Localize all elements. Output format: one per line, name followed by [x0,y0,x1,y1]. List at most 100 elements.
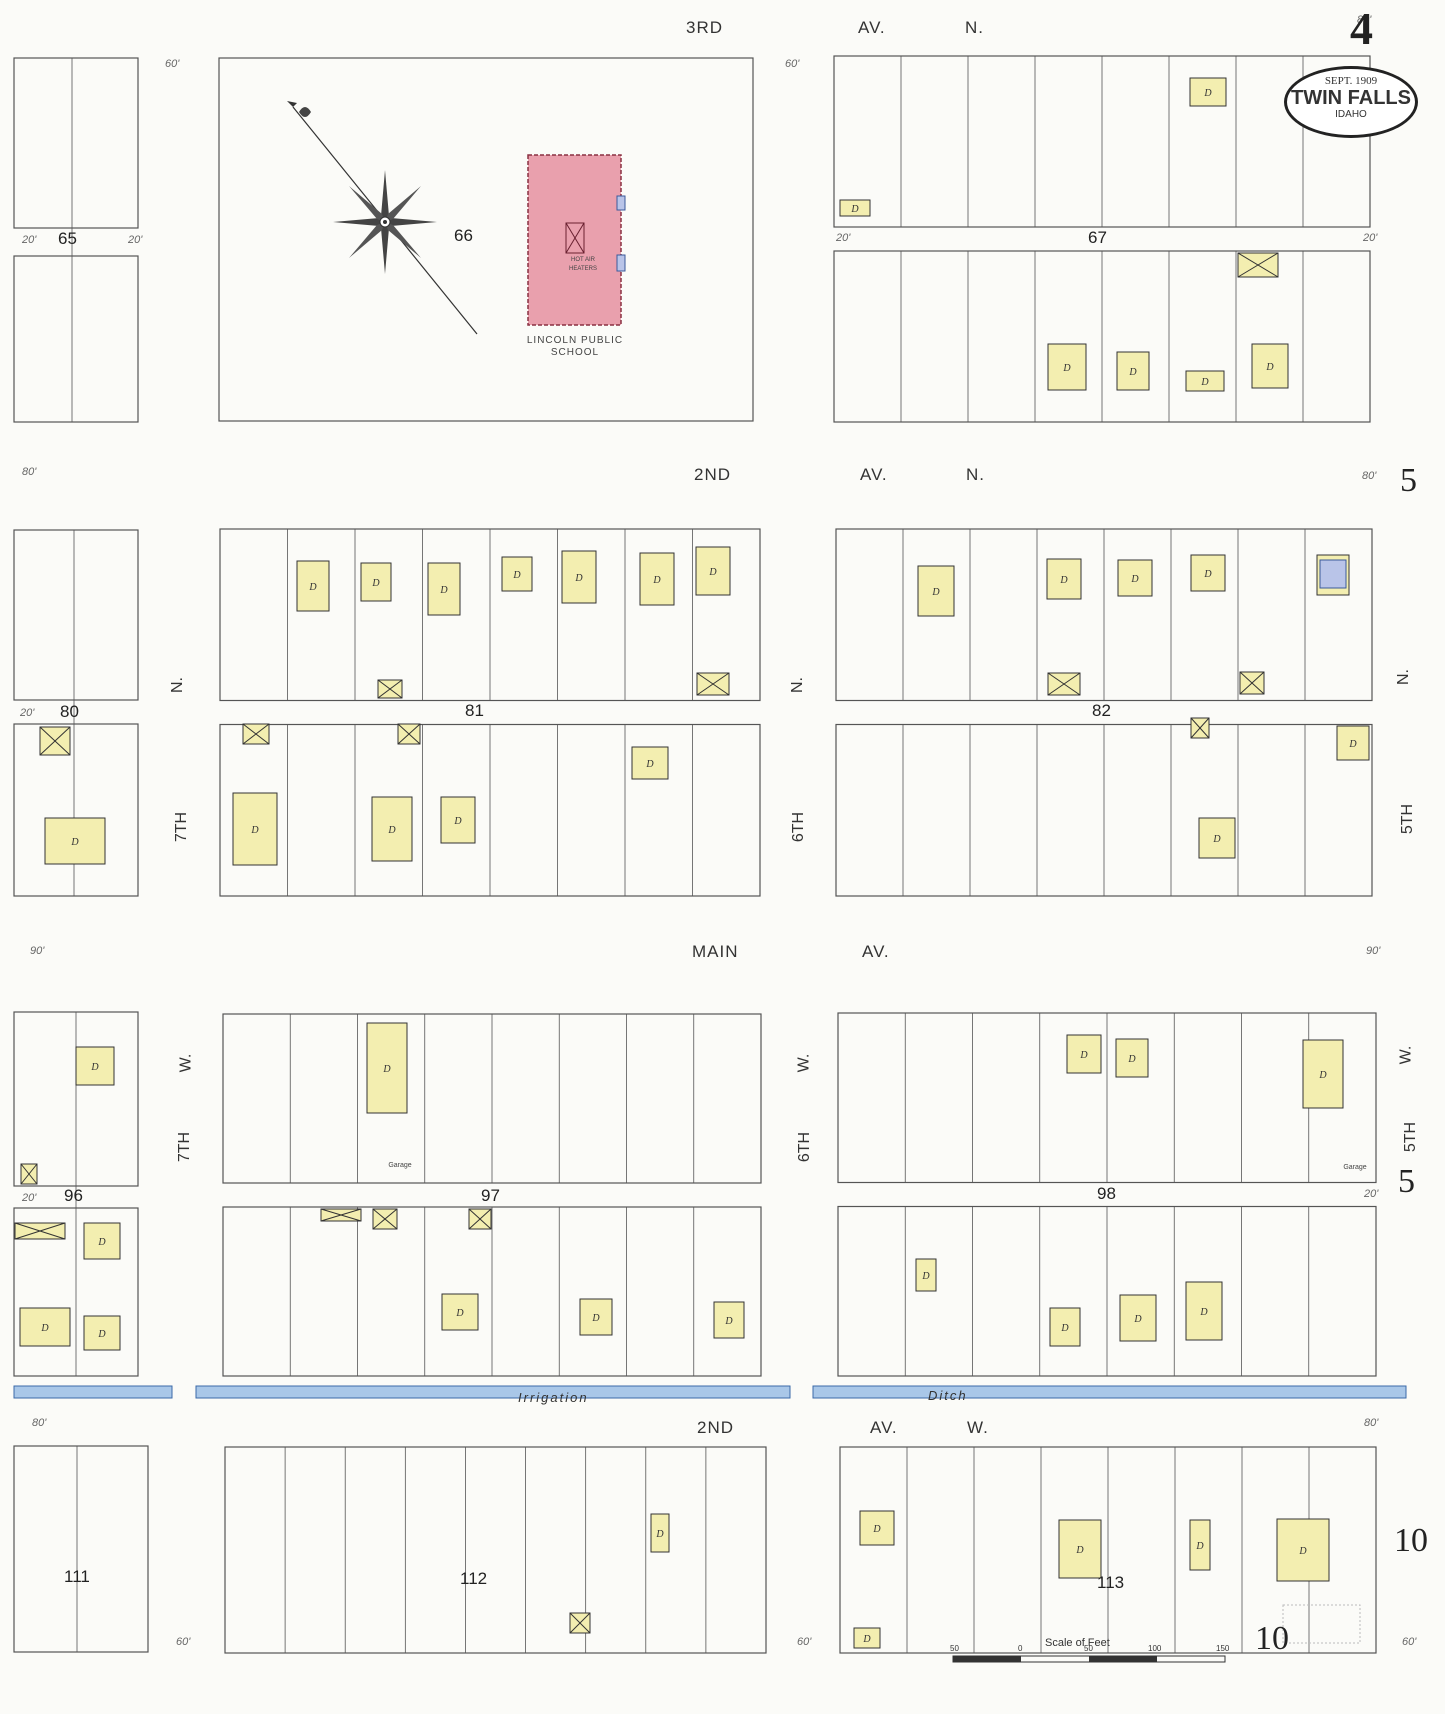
dwelling [44,817,106,865]
partial-block [13,529,139,701]
street-seventh-label: 7TH [173,811,191,843]
garage-label: Garage [388,1162,412,1169]
dwelling-label: D [1195,1541,1204,1552]
dwelling-label: D [1348,739,1357,750]
dwelling-label: D [1298,1546,1307,1557]
dwelling [232,792,278,866]
block-number: 111 [64,1567,90,1586]
dwelling [1189,77,1227,107]
dwelling [441,1293,479,1331]
outbuilding-cross [1239,671,1265,695]
street-seventh-w: W. [177,1053,195,1073]
block-number: 97 [481,1186,500,1205]
dwelling [915,1258,937,1292]
street-width: 20' [128,234,143,246]
street-third-ave-num: 3RD [686,18,724,37]
scale-tick: 50 [1084,1644,1093,1653]
dwelling [1058,1519,1102,1579]
block [224,1446,767,1654]
dwelling [1115,1038,1149,1078]
outbuilding-cross [39,726,71,756]
dwelling-label: D [1060,1323,1069,1334]
dwelling [75,1046,115,1086]
irrigation-ditch [13,1385,1407,1399]
outbuilding-cross [1047,672,1081,696]
outbuilding-cross [397,723,421,745]
dwelling [853,1627,881,1649]
dwelling [1119,1294,1157,1342]
dwelling-label: D [1203,569,1212,580]
adjoining-sheet-ref: 10 [1394,1522,1428,1559]
scale-bar [952,1655,1226,1663]
street-seventh-label-w: 7TH [176,1131,194,1163]
dwelling-label: D [645,759,654,770]
dwelling [501,556,533,592]
garage-label: Garage [1343,1164,1367,1171]
dwelling [440,796,476,844]
dwelling [83,1315,121,1351]
adjoining-sheet-ref: 10 [1255,1620,1289,1657]
dwelling-label: D [591,1313,600,1324]
dwelling-label: D [574,573,583,584]
dwelling-label: D [40,1323,49,1334]
dwelling-label: D [1203,88,1212,99]
dwelling [1047,343,1087,391]
outbuilding-cross [20,1163,38,1185]
outbuilding-cross [14,1222,66,1240]
street-width: 80' [32,1417,47,1429]
dwelling-label: D [862,1634,871,1645]
dwelling [427,562,461,616]
dwelling-label: D [439,585,448,596]
title-stamp: SEPT. 1909 TWIN FALLS IDAHO [1284,66,1418,138]
street-width: 20' [1364,1188,1379,1200]
stone-building [1319,559,1347,589]
street-width: 80' [22,466,37,478]
dwelling-label: D [1130,574,1139,585]
street-second-ave-n-dir: N. [966,465,985,484]
school-block [218,57,754,422]
scale-tick: 50 [950,1644,959,1653]
scale-tick: 100 [1148,1644,1162,1653]
street-fifth-w: W. [1397,1045,1415,1065]
title-state: IDAHO [1335,109,1367,120]
dwelling-label: D [655,1529,664,1540]
street-sixth-n: N. [789,677,806,693]
copyright-stamp [1282,1604,1361,1644]
dwelling-label: D [455,1308,464,1319]
title-city: TWIN FALLS [1291,87,1411,109]
dwelling-label: D [97,1329,106,1340]
school-heater-label: HOT AIR HEATERS [569,257,597,272]
dwelling [296,560,330,612]
dwelling-label: D [1212,834,1221,845]
dwelling-label: D [931,587,940,598]
dwelling-label: D [1265,362,1274,373]
dwelling [1251,343,1289,389]
street-width: 20' [22,1192,37,1204]
dwelling [561,550,597,604]
dwelling-label: D [1199,1307,1208,1318]
dwelling-label: D [872,1524,881,1535]
dwelling-label: D [921,1271,930,1282]
street-fifth-label: 5TH [1399,803,1417,835]
street-width: 60' [165,58,180,70]
dwelling-label: D [850,204,859,215]
dwelling-label: D [1200,377,1209,388]
dwelling [19,1307,71,1347]
dwelling-label: D [1318,1070,1327,1081]
dwelling-label: D [708,567,717,578]
dwelling-label: D [308,582,317,593]
dwelling-label: D [90,1062,99,1073]
street-sixth-w: W. [795,1053,813,1073]
scale-label: Scale of Feet [1045,1637,1110,1649]
dwelling-label: D [1059,575,1068,586]
street-sixth-label-w: 6TH [796,1131,814,1163]
dwelling [579,1298,613,1336]
dwelling-label: D [1127,1054,1136,1065]
street-width: 20' [20,707,35,719]
dwelling [1049,1307,1081,1347]
school-label-2: SCHOOL [550,347,600,358]
outbuilding-cross [569,1612,591,1634]
block-number: 67 [1088,228,1107,247]
dwelling-label: D [1079,1050,1088,1061]
